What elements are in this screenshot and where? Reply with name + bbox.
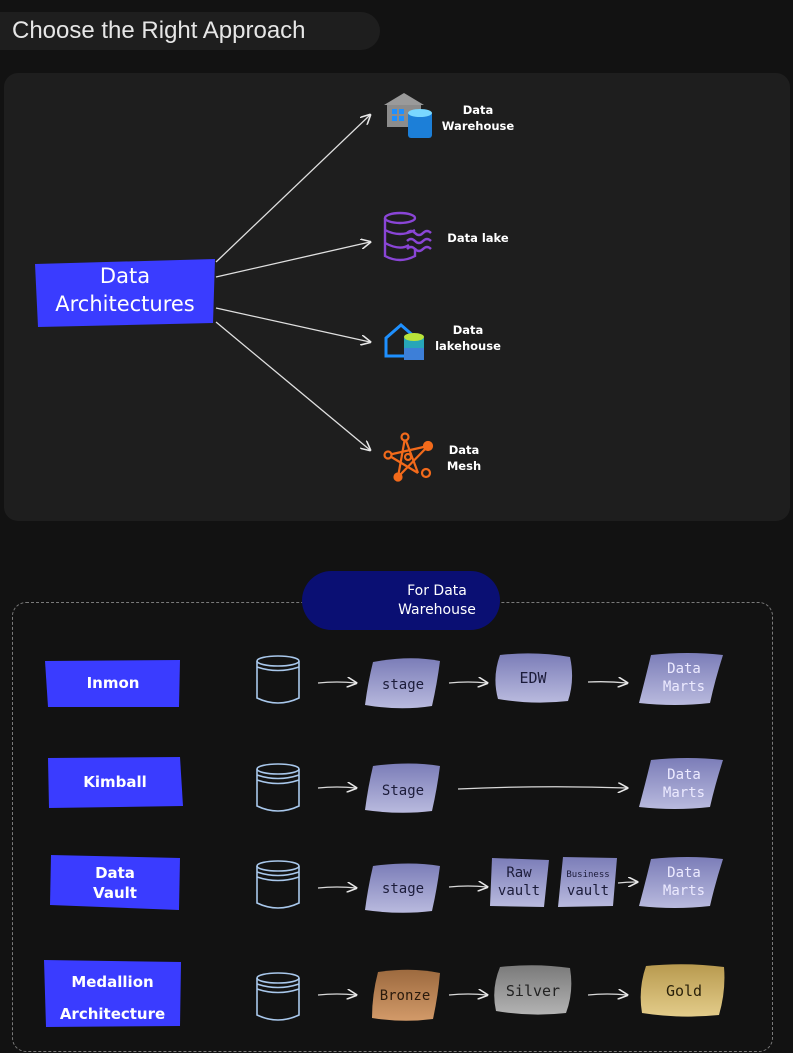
raw-vault-label: Raw vault [497, 865, 541, 899]
inmon-box[interactable] [45, 660, 180, 707]
bronze-label: Bronze [379, 988, 431, 1004]
arrow-to-lake [215, 242, 370, 278]
data-marts-label: Data Marts [662, 865, 706, 899]
data-architectures-label: Data Architectures [55, 264, 195, 316]
edw-node[interactable] [495, 653, 573, 703]
flow-arrow [317, 787, 356, 788]
data-marts-label: Data Marts [662, 661, 706, 695]
flow-arrow [317, 682, 356, 683]
for-data-warehouse-label: For Data Warehouse [398, 583, 476, 618]
data-lakehouse-icon [384, 323, 424, 360]
source-database-icon [256, 763, 300, 812]
flow-arrow [617, 882, 637, 883]
data-lake-label: Data lake [447, 231, 509, 245]
data-vault-box[interactable] [50, 855, 180, 910]
medallion-box[interactable] [44, 960, 181, 1027]
gold-node[interactable] [640, 964, 725, 1017]
bronze-node[interactable] [372, 969, 440, 1021]
page-title: Choose the Right Approach [12, 17, 306, 44]
arrow-to-lakehouse [215, 307, 370, 342]
title-bar [0, 12, 380, 50]
silver-label: Silver [505, 982, 561, 1000]
stage-label: stage [381, 881, 425, 897]
data-lake-icon [383, 211, 432, 262]
flow-arrow [448, 886, 487, 887]
stage-label: stage [381, 677, 425, 693]
business-label: Business [566, 870, 610, 880]
data-architectures-box[interactable] [35, 259, 215, 327]
source-database-icon [256, 655, 300, 704]
arrow-to-warehouse [215, 115, 370, 263]
data-mesh-label: Data Mesh [446, 443, 482, 473]
inmon-label: Inmon [86, 674, 140, 692]
flow-arrow [448, 682, 487, 683]
business-vault-node[interactable] [558, 857, 617, 907]
source-database-icon [256, 972, 300, 1021]
data-mesh-icon [383, 432, 434, 482]
vault-label: vault [566, 883, 610, 899]
data-marts-label: Data Marts [662, 767, 706, 801]
data-marts-node[interactable] [639, 857, 723, 908]
kimball-box[interactable] [48, 757, 183, 808]
arrow-to-mesh [215, 321, 370, 450]
edw-label: EDW [519, 669, 547, 687]
flow-arrow [317, 994, 356, 995]
data-vault-label: Data Vault [93, 864, 137, 902]
for-data-warehouse-pill [302, 571, 500, 630]
data-warehouse-icon [384, 93, 432, 138]
flow-arrow [457, 787, 627, 789]
raw-vault-node[interactable] [490, 858, 549, 907]
data-warehouse-label: Data Warehouse [441, 103, 515, 133]
medallion-architecture-label: Medallion Architecture [59, 973, 166, 1023]
stage-node[interactable] [365, 763, 440, 813]
flow-arrow [587, 994, 627, 995]
kimball-label: Kimball [83, 773, 147, 791]
source-database-icon [256, 860, 300, 909]
stage-node[interactable] [365, 658, 440, 709]
stage-label: Stage [381, 783, 425, 799]
stage-node[interactable] [365, 863, 440, 913]
data-marts-node[interactable] [639, 758, 723, 809]
flow-arrow [317, 887, 356, 888]
flow-arrow [448, 994, 487, 995]
data-lakehouse-label: Data lakehouse [435, 323, 501, 353]
flow-arrow [587, 682, 627, 683]
data-marts-node[interactable] [639, 653, 723, 705]
silver-node[interactable] [494, 965, 572, 1015]
gold-label: Gold [665, 982, 703, 1000]
